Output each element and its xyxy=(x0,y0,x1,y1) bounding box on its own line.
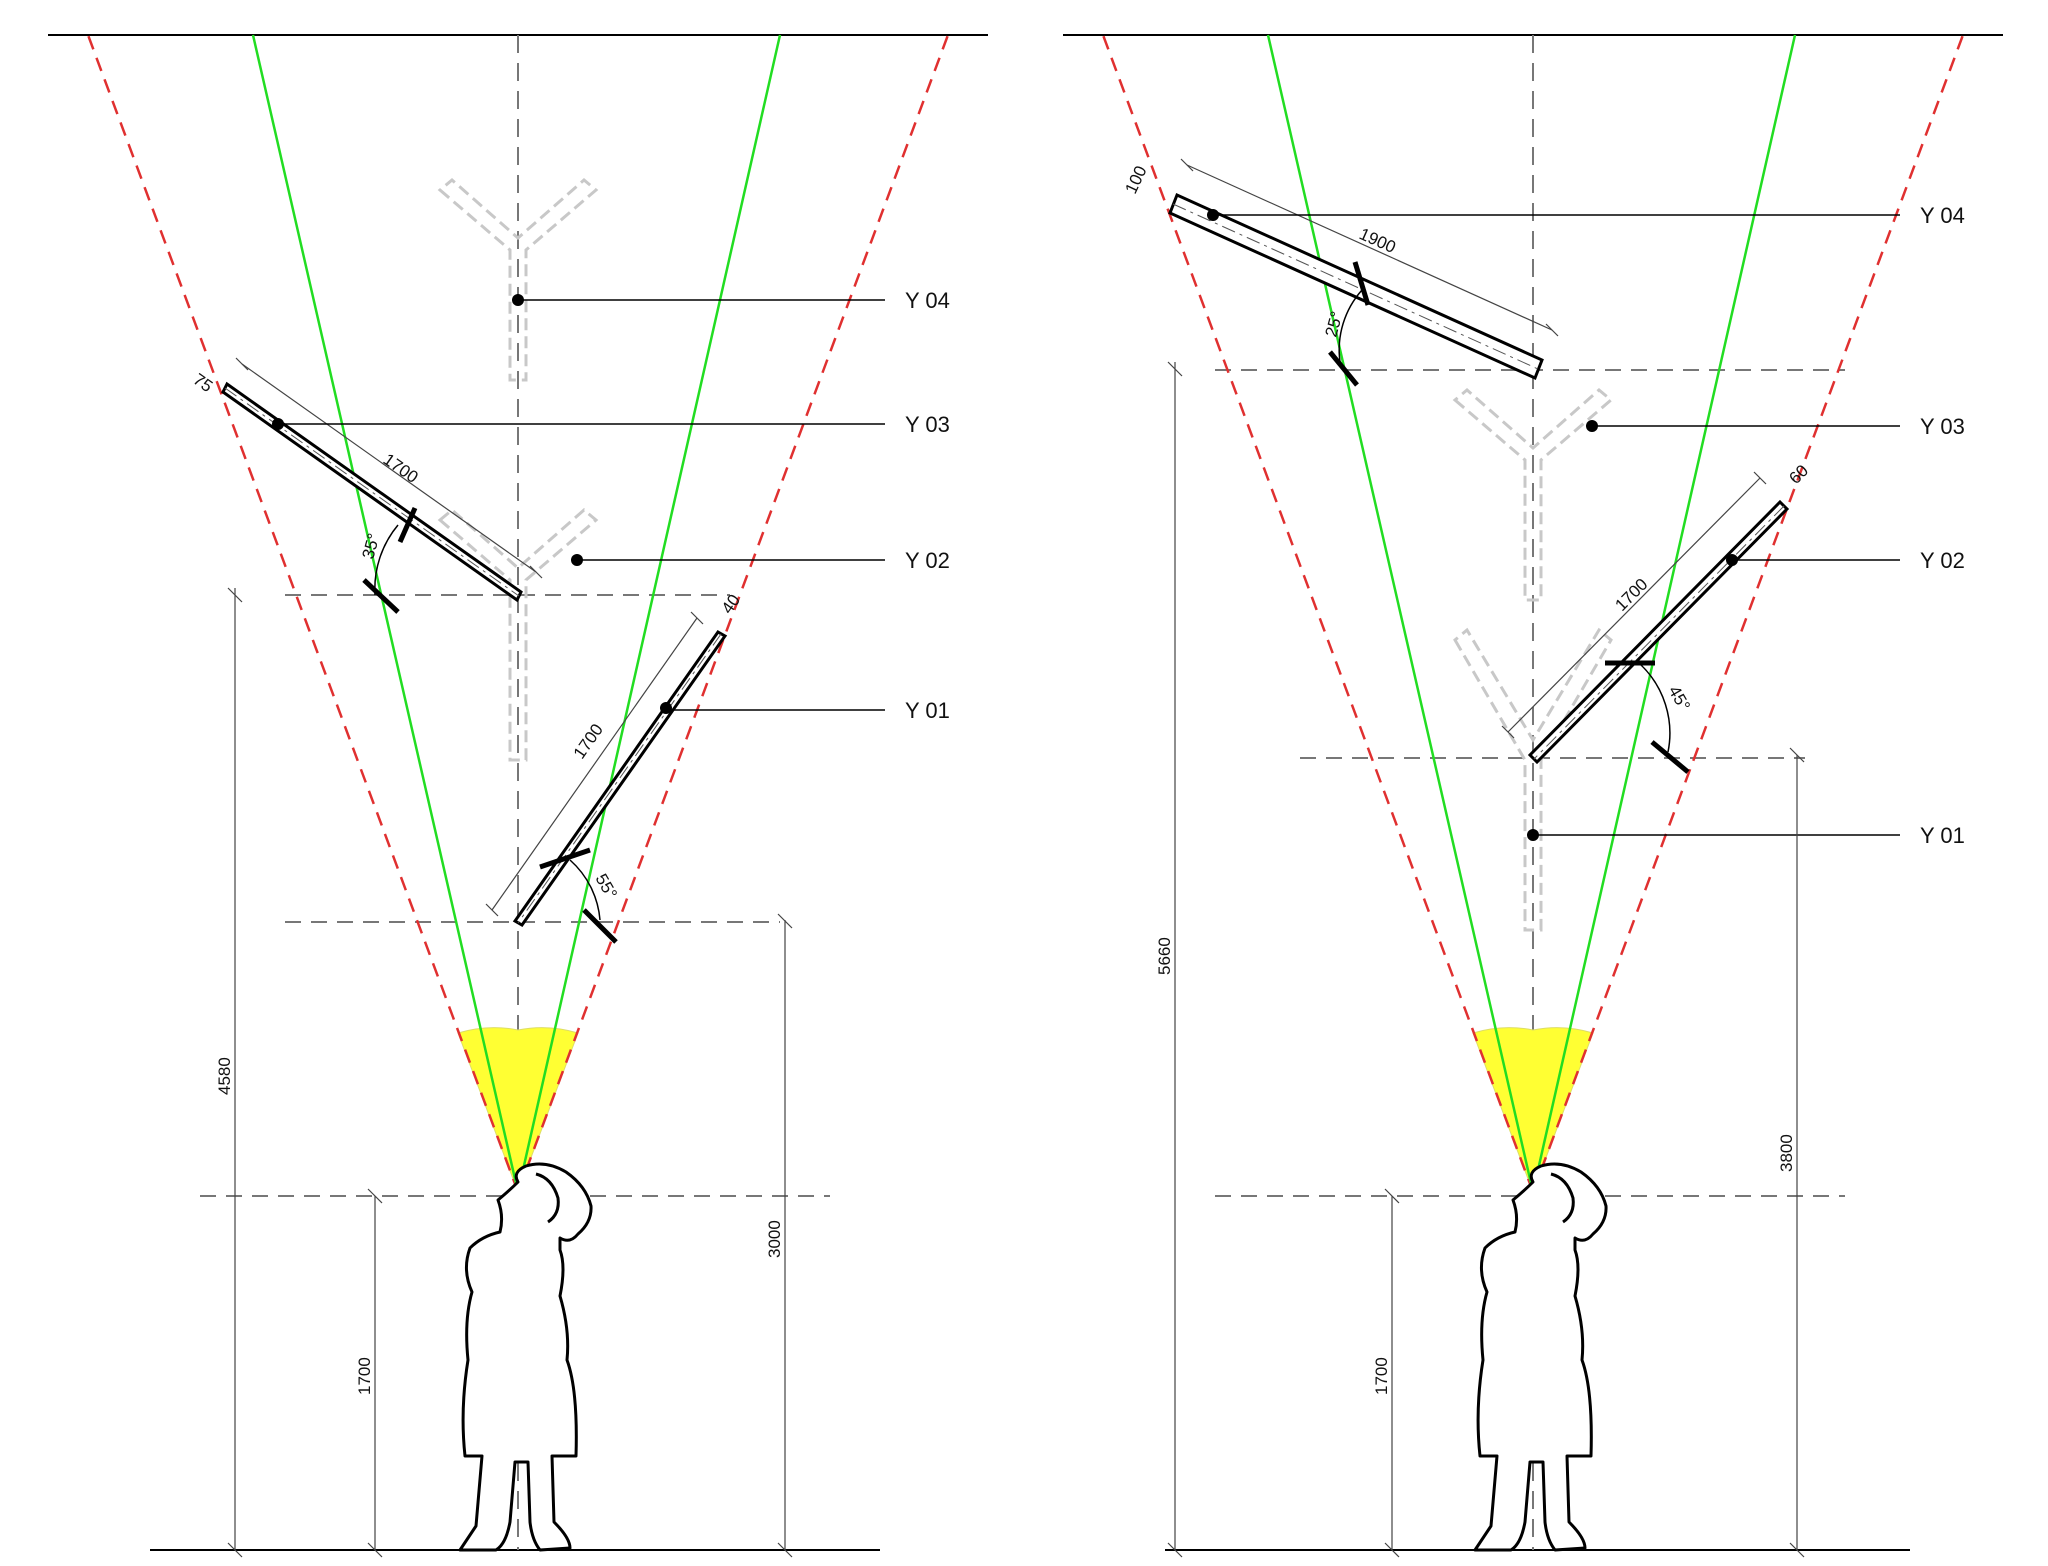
lower-panel: 1700 60 45° xyxy=(1501,461,1812,774)
upper-panel: 1900 100 25° xyxy=(1121,158,1559,387)
angle-arc xyxy=(569,859,601,921)
eye-height-label: 1700 xyxy=(355,1357,374,1395)
level-markers: Y 04 Y 03 Y 02 Y 01 xyxy=(1213,203,1965,848)
mid-height-label: 3800 xyxy=(1777,1134,1796,1172)
pivot-point xyxy=(660,702,672,714)
person-silhouette xyxy=(1473,1162,1608,1552)
level-label-y03: Y 03 xyxy=(1920,414,1965,439)
raised-arm xyxy=(535,1172,560,1224)
panel-body xyxy=(1527,499,1790,765)
upper-panel: 1700 75 35° xyxy=(190,357,543,614)
sight-line-outer-left xyxy=(86,34,520,1193)
height-dimensions: 5660 3800 1700 xyxy=(1155,361,1805,1558)
panel-body xyxy=(512,630,728,927)
panel-thickness-label: 100 xyxy=(1121,163,1150,197)
ghost-structure xyxy=(437,178,599,762)
angle-tick xyxy=(539,847,591,870)
panel-length-label: 1700 xyxy=(1611,575,1651,615)
sight-line-inner-left xyxy=(251,34,520,1193)
view-cone xyxy=(1472,1027,1594,1194)
left-section: 1700 75 35° 1700 40 55° Y 04 Y 03 xyxy=(48,34,988,1558)
ghost-structure xyxy=(1452,388,1614,932)
panel-length-label: 1900 xyxy=(1356,224,1398,257)
sight-line-outer-right xyxy=(1531,34,1965,1193)
length-dimension xyxy=(1507,477,1761,733)
view-cone xyxy=(457,1027,579,1194)
panel-angle-label: 25° xyxy=(1322,309,1347,339)
panel-thickness-label: 40 xyxy=(718,591,744,617)
level-label-y01: Y 01 xyxy=(905,698,950,723)
level-label-y02: Y 02 xyxy=(905,548,950,573)
mid-height-label: 3000 xyxy=(765,1220,784,1258)
panel-thickness-label: 75 xyxy=(190,370,216,396)
total-height-label: 5660 xyxy=(1155,937,1174,975)
length-dimension xyxy=(241,363,537,573)
panel-length-label: 1700 xyxy=(570,720,607,762)
angle-tick xyxy=(1328,350,1359,387)
raised-arm xyxy=(1550,1172,1575,1224)
level-markers: Y 04 Y 03 Y 02 Y 01 xyxy=(278,288,950,723)
sight-line-outer-left xyxy=(1101,34,1535,1193)
level-label-y02: Y 02 xyxy=(1920,548,1965,573)
level-label-y03: Y 03 xyxy=(905,412,950,437)
level-label-y04: Y 04 xyxy=(905,288,950,313)
sight-line-inner-left xyxy=(1266,34,1535,1193)
panel-length-label: 1700 xyxy=(380,450,422,487)
eye-height-label: 1700 xyxy=(1372,1357,1391,1395)
panel-body xyxy=(221,381,523,603)
angle-tick xyxy=(1352,261,1371,306)
total-height-label: 4580 xyxy=(215,1057,234,1095)
angle-tick xyxy=(362,578,400,614)
angle-tick xyxy=(1650,740,1690,774)
length-dimension xyxy=(491,617,698,911)
height-dimensions: 4580 3000 1700 xyxy=(215,587,793,1558)
panel-thickness-label: 60 xyxy=(1785,461,1812,488)
angle-tick xyxy=(582,908,618,944)
sight-line-inner-right xyxy=(1531,34,1797,1193)
angle-arc xyxy=(1639,663,1671,753)
panel-angle-label: 45° xyxy=(1665,683,1694,715)
right-section: 1900 100 25° 1700 60 45° Y 04 Y 03 xyxy=(1063,34,2003,1558)
angle-tick xyxy=(397,506,418,544)
angle-arc xyxy=(1338,289,1363,363)
level-label-y01: Y 01 xyxy=(1920,823,1965,848)
length-dimension xyxy=(1186,164,1553,331)
person-silhouette xyxy=(458,1162,593,1552)
level-label-y04: Y 04 xyxy=(1920,203,1965,228)
angle-arc xyxy=(374,524,399,596)
sight-line-inner-right xyxy=(516,34,782,1193)
